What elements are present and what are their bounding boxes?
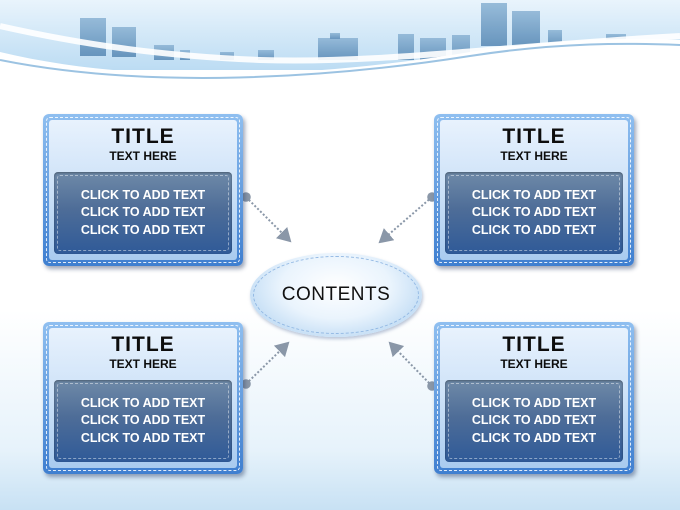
card-text-box[interactable]: CLICK TO ADD TEXT CLICK TO ADD TEXT CLIC… [54, 172, 232, 254]
card-top-left[interactable]: TITLE TEXT HERE CLICK TO ADD TEXT CLICK … [43, 114, 243, 266]
card-title[interactable]: TITLE [502, 125, 566, 148]
card-text-box[interactable]: CLICK TO ADD TEXT CLICK TO ADD TEXT CLIC… [445, 380, 623, 462]
card-text-line[interactable]: CLICK TO ADD TEXT [80, 222, 206, 237]
card-text-line[interactable]: CLICK TO ADD TEXT [80, 205, 206, 220]
card-subtitle[interactable]: TEXT HERE [500, 357, 568, 371]
card-header-panel: TITLE TEXT HERE CLICK TO ADD TEXT CLICK … [49, 120, 237, 260]
contents-label[interactable]: CONTENTS [281, 284, 391, 305]
skyline-banner [0, 0, 680, 90]
card-header-panel: TITLE TEXT HERE CLICK TO ADD TEXT CLICK … [440, 120, 628, 260]
card-title[interactable]: TITLE [111, 125, 175, 148]
card-title[interactable]: TITLE [111, 333, 175, 356]
card-text-line[interactable]: CLICK TO ADD TEXT [80, 187, 206, 202]
card-title[interactable]: TITLE [502, 333, 566, 356]
connector-bottom-left [241, 341, 290, 389]
card-text-line[interactable]: CLICK TO ADD TEXT [471, 413, 597, 428]
card-text-box[interactable]: CLICK TO ADD TEXT CLICK TO ADD TEXT CLIC… [445, 172, 623, 254]
card-text-line[interactable]: CLICK TO ADD TEXT [80, 395, 206, 410]
connector-bottom-right [388, 341, 437, 391]
card-text-line[interactable]: CLICK TO ADD TEXT [471, 430, 597, 445]
card-header-panel: TITLE TEXT HERE CLICK TO ADD TEXT CLICK … [440, 328, 628, 468]
card-subtitle[interactable]: TEXT HERE [109, 357, 177, 371]
card-text-line[interactable]: CLICK TO ADD TEXT [471, 205, 597, 220]
card-text-line[interactable]: CLICK TO ADD TEXT [80, 430, 206, 445]
card-subtitle[interactable]: TEXT HERE [500, 149, 568, 163]
card-text-box[interactable]: CLICK TO ADD TEXT CLICK TO ADD TEXT CLIC… [54, 380, 232, 462]
card-text-line[interactable]: CLICK TO ADD TEXT [80, 413, 206, 428]
card-bottom-right[interactable]: TITLE TEXT HERE CLICK TO ADD TEXT CLICK … [434, 322, 634, 474]
connector-top-left [241, 192, 292, 243]
card-bottom-left[interactable]: TITLE TEXT HERE CLICK TO ADD TEXT CLICK … [43, 322, 243, 474]
card-text-line[interactable]: CLICK TO ADD TEXT [471, 222, 597, 237]
card-text-line[interactable]: CLICK TO ADD TEXT [471, 187, 597, 202]
card-header-panel: TITLE TEXT HERE CLICK TO ADD TEXT CLICK … [49, 328, 237, 468]
card-top-right[interactable]: TITLE TEXT HERE CLICK TO ADD TEXT CLICK … [434, 114, 634, 266]
connector-top-right [378, 192, 437, 244]
card-text-line[interactable]: CLICK TO ADD TEXT [471, 395, 597, 410]
contents-ellipse[interactable]: CONTENTS [250, 253, 422, 337]
card-subtitle[interactable]: TEXT HERE [109, 149, 177, 163]
